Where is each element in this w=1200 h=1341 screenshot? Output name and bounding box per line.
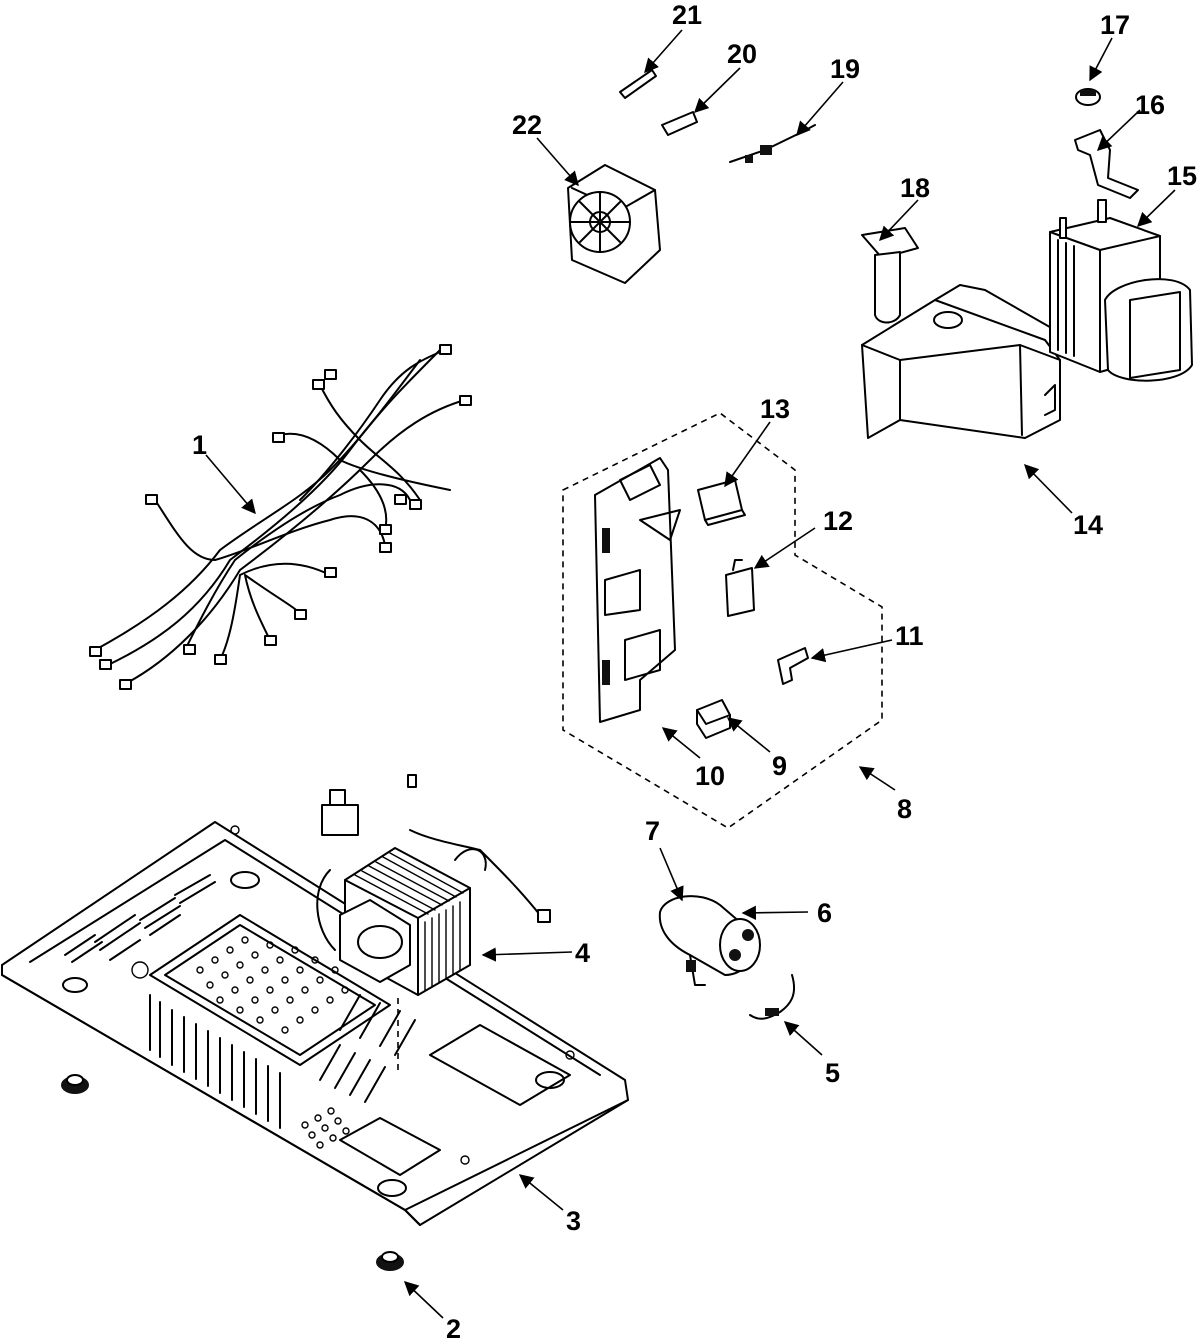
callout-12: 12 [823, 506, 853, 536]
waveguide [861, 284, 1061, 439]
callout-7: 7 [645, 816, 660, 846]
callout-17: 17 [1100, 10, 1130, 40]
fuse-lead-19 [729, 124, 816, 163]
latch-assembly [562, 412, 883, 829]
callout-15: 15 [1167, 161, 1197, 191]
callout-19: 19 [830, 54, 860, 84]
vent-slots-left [64, 874, 216, 963]
callout-13: 13 [760, 394, 790, 424]
wire-harness [89, 344, 472, 690]
switch-9 [696, 699, 731, 739]
switch-12 [725, 559, 755, 617]
capacitor [658, 895, 761, 986]
callout-6: 6 [817, 898, 832, 928]
callout-5: 5 [825, 1058, 840, 1088]
rubber-foot-2 [376, 1251, 404, 1271]
fuse-21 [619, 69, 657, 99]
callout-21: 21 [672, 0, 702, 30]
callout-1: 1 [192, 430, 207, 460]
vent-slots-center [319, 994, 416, 1103]
callout-8: 8 [897, 794, 912, 824]
hole-cluster [301, 1107, 350, 1149]
rubber-foot-1 [61, 1074, 89, 1094]
switch-13 [697, 479, 746, 526]
callout-9: 9 [772, 751, 787, 781]
vent-slots-front [149, 994, 281, 1129]
base-plate [1, 821, 629, 1226]
callout-2: 2 [446, 1314, 461, 1341]
callout-16: 16 [1135, 90, 1165, 120]
fuse-clip-17 [1075, 88, 1101, 106]
callout-4: 4 [575, 938, 590, 968]
callout-18: 18 [900, 173, 930, 203]
callout-3: 3 [566, 1206, 581, 1236]
callout-22: 22 [512, 110, 542, 140]
bracket-16 [1074, 129, 1139, 199]
callout-10: 10 [695, 761, 725, 791]
thermostat-18 [861, 227, 919, 324]
diode [749, 974, 796, 1020]
callout-11: 11 [895, 621, 924, 651]
leader-lines [205, 29, 1176, 1319]
fan-motor-22 [567, 164, 661, 284]
magnetron [1049, 199, 1193, 382]
callout-14: 14 [1073, 510, 1103, 540]
perforation-grid [196, 936, 349, 1034]
lever-11 [777, 647, 809, 685]
callout-20: 20 [727, 39, 757, 69]
transformer [316, 774, 551, 1070]
callout-labels: 1 2 3 4 5 6 7 8 9 10 11 12 13 14 15 16 1… [192, 0, 1197, 1341]
fuse-holder-20 [661, 111, 698, 136]
